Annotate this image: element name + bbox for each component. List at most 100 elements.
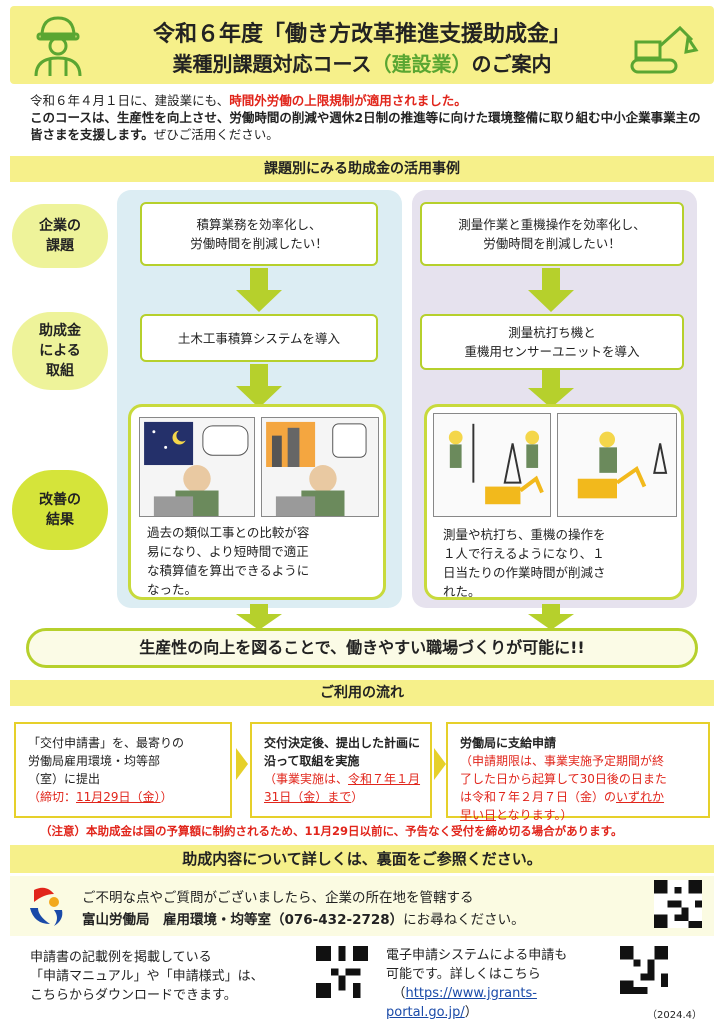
result-line: な積算値を算出できるように xyxy=(147,563,310,578)
result-line: 日当たりの作業時間が削減さ xyxy=(443,565,606,580)
right-issue-box: 測量作業と重機操作を効率化し、労働時間を削減したい！ xyxy=(420,202,684,266)
label-text: 企業の xyxy=(39,218,81,234)
paren: ） xyxy=(464,1005,478,1020)
contact-section: ご不明な点やご質問がございましたら、企業の所在地を管轄する 富山労働局 雇用環境… xyxy=(10,876,714,936)
header-banner: 令和６年度「働き方改革推進支援助成金」 業種別課題対応コース（建設業）のご案内 xyxy=(10,6,714,84)
flow-deadline: （締切：11月29日（金）） xyxy=(28,788,222,806)
labor-bureau-logo-icon xyxy=(30,887,63,926)
period-post: ） xyxy=(351,790,364,804)
flow-line: 了した日から起算して30日後の日また xyxy=(460,772,667,786)
flow-line: 労働局に支給申請 xyxy=(460,736,557,750)
down-arrow-icon xyxy=(528,268,574,312)
flow-span: いずれか xyxy=(616,790,665,804)
box-line: 測量作業と重機操作を効率化し、 xyxy=(458,217,646,232)
office-evening-illustration xyxy=(261,417,379,517)
down-arrow-icon xyxy=(236,364,282,408)
box-line: 労働時間を削減したい！ xyxy=(483,236,621,251)
machine-operation-illustration xyxy=(557,413,677,517)
excavator-icon xyxy=(630,25,699,74)
label-text: 助成金 xyxy=(39,323,81,339)
intro-line2-post: ぜひご活用ください。 xyxy=(153,127,279,142)
flow-line: 労働局雇用環境・均等部 xyxy=(28,754,161,768)
down-arrow-icon xyxy=(236,604,282,630)
productivity-banner: 生産性の向上を図ることで、働きやすい職場づくりが可能に!! xyxy=(26,628,698,668)
download-line: 「申請マニュアル」や「申請様式」は、 xyxy=(30,969,264,984)
flow-line: 交付決定後、提出した計画に xyxy=(264,736,421,750)
qr-code-icon[interactable] xyxy=(620,946,668,994)
contact-office: 富山労働局 雇用環境・均等室（076-432-2728） xyxy=(82,912,404,928)
deadline-date: 11月29日（金） xyxy=(76,790,161,804)
electronic-application-info: 電子申請システムによる申請も 可能です。詳しくはこちら （https://www… xyxy=(386,946,567,1022)
flow-step-1: 「交付申請書」を、最寄りの 労働局雇用環境・均等部 （室）に提出 （締切：11月… xyxy=(14,722,232,818)
ej-link-line: portal.go.jp/） xyxy=(386,1003,567,1022)
left-issue-box: 積算業務を効率化し、労働時間を削減したい！ xyxy=(140,202,378,266)
flow-span: は令和７年２月７日（金）の xyxy=(460,790,617,804)
deadline-pre: （締切： xyxy=(28,790,77,804)
left-result-box: 過去の類似工事との比較が容 易になり、より短時間で適正 な積算値を算出できるよう… xyxy=(128,404,386,600)
construction-worker-icon xyxy=(34,16,82,77)
section-title-details: 助成内容について詳しくは、裏面をご参照ください。 xyxy=(10,845,714,873)
flow-span: 早い日 xyxy=(460,808,497,822)
deadline-post: ） xyxy=(160,790,173,804)
period-date: 令和７年１月 xyxy=(348,772,421,786)
result-line: なった。 xyxy=(147,582,198,597)
intro-highlight: 時間外労働の上限規制が適用されました。 xyxy=(229,93,467,108)
label-text: 課題 xyxy=(46,238,74,254)
chevron-right-icon xyxy=(434,748,446,780)
flow-period: （事業実施は、令和７年１月 xyxy=(264,770,422,788)
qr-code-icon[interactable] xyxy=(654,880,702,928)
subtitle-part: のご案内 xyxy=(471,52,552,76)
down-arrow-icon xyxy=(528,370,574,408)
contact-line2: 富山労働局 雇用環境・均等室（076-432-2728）にお尋ねください。 xyxy=(82,908,525,928)
flow-line: 沿って取組を実施 xyxy=(264,754,360,768)
down-arrow-icon xyxy=(528,604,574,630)
right-result-text: 測量や杭打ち、重機の操作を １人で行えるようになり、１ 日当たりの作業時間が削減… xyxy=(443,525,667,601)
result-line: 過去の類似工事との比較が容 xyxy=(147,525,310,540)
label-issue: 企業の課題 xyxy=(12,204,108,268)
flow-period: 31日（金）まで） xyxy=(264,788,422,806)
jgrants-link[interactable]: portal.go.jp/ xyxy=(386,1005,465,1020)
label-text: 改善の xyxy=(39,492,81,508)
page-title: 令和６年度「働き方改革推進支援助成金」 xyxy=(152,22,571,47)
intro-bold: このコースは、生産性を向上させ、労働時間の削減や週休2日制の推進等に向けた環境整… xyxy=(30,110,701,142)
box-line: 重機用センサーユニットを導入 xyxy=(464,344,640,359)
download-info: 申請書の記載例を掲載している 「申請マニュアル」や「申請様式」は、 こちらからダ… xyxy=(30,948,264,1005)
chevron-right-icon xyxy=(236,748,248,780)
label-text: 取組 xyxy=(46,363,74,379)
page-subtitle: 業種別課題対応コース（建設業）のご案内 xyxy=(10,48,714,77)
office-night-illustration xyxy=(139,417,255,517)
download-line: こちらからダウンロードできます。 xyxy=(30,988,237,1003)
ej-line: 可能です。詳しくはこちら xyxy=(386,967,541,982)
flow-step-3: 労働局に支給申請 （申請期限は、事業実施予定期間が終 了した日から起算して30日… xyxy=(446,722,710,822)
result-line: １人で行えるようになり、１ xyxy=(443,546,605,561)
paren: （ xyxy=(399,986,406,1001)
label-result: 改善の結果 xyxy=(12,470,108,550)
flow-line: （申請期限は、事業実施予定期間が終 xyxy=(460,754,665,768)
subtitle-highlight: （建設業） xyxy=(371,52,472,76)
flow-step-2: 交付決定後、提出した計画に 沿って取組を実施 （事業実施は、令和７年１月 31日… xyxy=(250,722,432,818)
flow-line: は令和７年２月７日（金）のいずれか xyxy=(460,788,700,806)
intro-line1: 令和６年４月１日に、建設業にも、 xyxy=(30,93,230,108)
qr-code-icon[interactable] xyxy=(316,946,368,998)
box-line: 積算業務を効率化し、 xyxy=(196,217,322,232)
box-line: 労働時間を削減したい！ xyxy=(190,236,328,251)
result-line: 易になり、より短時間で適正 xyxy=(147,544,309,559)
result-line: 測量や杭打ち、重機の操作を xyxy=(443,527,606,542)
ej-line: 電子申請システムによる申請も xyxy=(386,948,568,963)
subtitle-part: 業種別課題対応コース xyxy=(172,52,372,76)
left-action-box: 土木工事積算システムを導入 xyxy=(140,314,378,362)
flow-line: （室）に提出 xyxy=(28,772,101,786)
label-text: 結果 xyxy=(46,512,74,528)
flow-line: 「交付申請書」を、最寄りの xyxy=(28,736,185,750)
right-result-box: 測量や杭打ち、重機の操作を １人で行えるようになり、１ 日当たりの作業時間が削減… xyxy=(424,404,684,600)
box-line: 測量杭打ち機と xyxy=(508,325,596,340)
ej-link-line: （https://www.jgrants- xyxy=(386,984,567,1003)
download-line: 申請書の記載例を掲載している xyxy=(30,950,212,965)
jgrants-link[interactable]: https://www.jgrants- xyxy=(405,986,537,1001)
label-action: 助成金による取組 xyxy=(12,312,108,390)
section-title-cases: 課題別にみる助成金の活用事例 xyxy=(10,156,714,182)
right-action-box: 測量杭打ち機と重機用センサーユニットを導入 xyxy=(420,314,684,370)
intro-text: 令和６年４月１日に、建設業にも、時間外労働の上限規制が適用されました。 このコー… xyxy=(30,92,710,143)
period-pre: （事業実施は、 xyxy=(264,772,349,786)
section-title-flow: ご利用の流れ xyxy=(10,680,714,706)
